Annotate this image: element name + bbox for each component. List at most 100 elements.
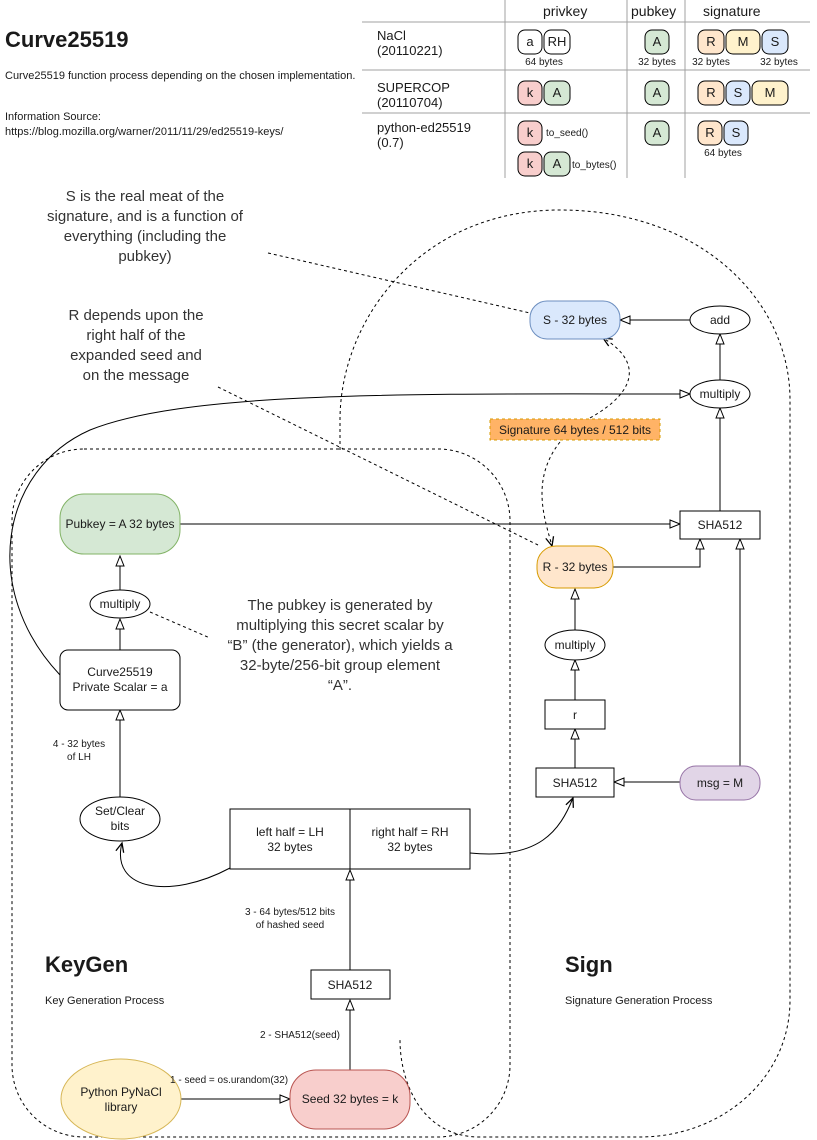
note-to-seed: to_seed() [546, 128, 588, 139]
msg-node-label: msg = M [697, 776, 743, 790]
svg-text:“A”.: “A”. [328, 677, 352, 694]
pubkey-note-leader [149, 611, 211, 639]
signature-badge-label: Signature 64 bytes / 512 bits [499, 423, 651, 437]
chip-k [517, 151, 543, 177]
row-version-python-ed25519: (0.7) [377, 135, 404, 150]
python-library-label-line1: Python PyNaCl [80, 1085, 161, 1099]
set-clear-label-line1: Set/Clear [95, 804, 145, 818]
r-node [544, 699, 606, 730]
s-note: S is the real meat of the signature, and… [47, 188, 244, 265]
add-node [689, 305, 751, 335]
chip-A-label: A [553, 156, 562, 171]
chip-sig-S-label: S [734, 85, 743, 100]
chip-sig-M-label: M [765, 85, 776, 100]
sign-title: Sign [565, 952, 613, 977]
left-half-node [229, 808, 351, 870]
private-scalar-node [59, 649, 181, 711]
keygen-title: KeyGen [45, 952, 128, 977]
sha512-keygen-label: SHA512 [328, 978, 373, 992]
step1-label: 1 - seed = os.urandom(32) [170, 1075, 288, 1086]
svg-text:right half of the: right half of the [86, 327, 185, 344]
step4-label-line1: 4 - 32 bytes [53, 739, 105, 750]
pubkey-note: The pubkey is generated by multiplying t… [227, 597, 453, 694]
multiply-keygen-node [89, 589, 151, 619]
multiply-sign-node [544, 629, 606, 661]
header-signature: signature [703, 3, 761, 19]
chip-sig-M [751, 80, 789, 106]
msg-node [679, 765, 761, 801]
chip-sig-R [697, 29, 725, 55]
row-name-supercop: SUPERCOP [377, 80, 450, 95]
header-privkey: privkey [543, 3, 587, 19]
set-clear-label-line2: bits [111, 819, 130, 833]
chip-sig-R-label: R [706, 34, 715, 49]
step2-label: 2 - SHA512(seed) [260, 1030, 340, 1041]
svg-text:32-byte/256-bit group element: 32-byte/256-bit group element [240, 657, 441, 674]
chip-sig-S [723, 120, 749, 146]
row-name-python-ed25519: python-ed25519 [377, 120, 471, 135]
right-half-label-line2: 32 bytes [387, 840, 432, 854]
svg-text:R depends upon the: R depends upon the [68, 307, 203, 324]
edge-scalar-to-multiply-top [9, 394, 690, 676]
source-label: Information Source: [5, 111, 101, 123]
s-node-label: S - 32 bytes [543, 313, 607, 327]
svg-text:S is the real meat of the: S is the real meat of the [66, 188, 224, 205]
r-note: R depends upon the right half of the exp… [68, 307, 203, 384]
chip-k-label: k [527, 156, 534, 171]
keygen-region [11, 448, 511, 1138]
chip-A [543, 151, 571, 177]
python-library-node [60, 1058, 182, 1140]
set-clear-node [79, 796, 161, 842]
chip-pub-A [644, 120, 670, 146]
chip-sig-S [725, 80, 751, 106]
chip-sig-R [697, 120, 723, 146]
multiply-sign-label: multiply [555, 638, 596, 652]
chip-pub-A-label: A [653, 85, 662, 100]
sha512-sign-top-node [679, 510, 761, 540]
left-half-label-line1: left half = LH [256, 825, 324, 839]
sha512-sign-bottom-label: SHA512 [553, 776, 598, 790]
svg-text:pubkey): pubkey) [118, 248, 171, 265]
svg-text:signature, and is a function o: signature, and is a function of [47, 208, 244, 225]
chip-k [517, 80, 543, 106]
chip-a-label: a [526, 34, 534, 49]
chip-sig-M-label: M [738, 34, 749, 49]
note-sig-64-bytes: 64 bytes [704, 148, 742, 159]
python-library-label-line2: library [105, 1100, 138, 1114]
r-node-label: r [573, 708, 577, 722]
note-sig-32-bytes-left: 32 bytes [692, 57, 730, 68]
implementation-table [362, 0, 810, 178]
svg-text:everything (including the: everything (including the [64, 228, 227, 245]
source-url: https://blog.mozilla.org/warner/2011/11/… [5, 126, 284, 138]
step3-label-line2: of hashed seed [256, 920, 324, 931]
left-half-label-line2: 32 bytes [267, 840, 312, 854]
chip-k [517, 120, 543, 146]
chip-pub-A [644, 80, 670, 106]
chip-pub-A [644, 29, 670, 55]
note-64-bytes: 64 bytes [525, 57, 563, 68]
row-version-supercop: (20110704) [377, 95, 443, 110]
chip-sig-R-label: R [706, 85, 715, 100]
chip-sig-R [697, 80, 725, 106]
multiply-keygen-label: multiply [100, 597, 141, 611]
right-half-node [349, 808, 471, 870]
private-scalar-label-line2: Private Scalar = a [72, 680, 167, 694]
note-pub-32-bytes: 32 bytes [638, 57, 676, 68]
s-note-leader [267, 252, 531, 314]
row-version-nacl: (20110221) [377, 43, 443, 58]
chip-sig-S-label: S [771, 34, 780, 49]
seed-node-label: Seed 32 bytes = k [302, 1092, 399, 1106]
sign-subtitle: Signature Generation Process [565, 995, 713, 1007]
chip-sig-S [761, 29, 789, 55]
chip-A [543, 80, 571, 106]
svg-text:The pubkey is generated by: The pubkey is generated by [247, 597, 433, 614]
chip-pub-A-label: A [653, 125, 662, 140]
header-pubkey: pubkey [631, 3, 676, 19]
note-sig-32-bytes-right: 32 bytes [760, 57, 798, 68]
chip-A-label: A [553, 85, 562, 100]
chip-sig-S-label: S [732, 125, 741, 140]
chip-k-label: k [527, 125, 534, 140]
chip-pub-A-label: A [653, 34, 662, 49]
svg-text:“B” (the generator), which yie: “B” (the generator), which yields a [227, 637, 453, 654]
